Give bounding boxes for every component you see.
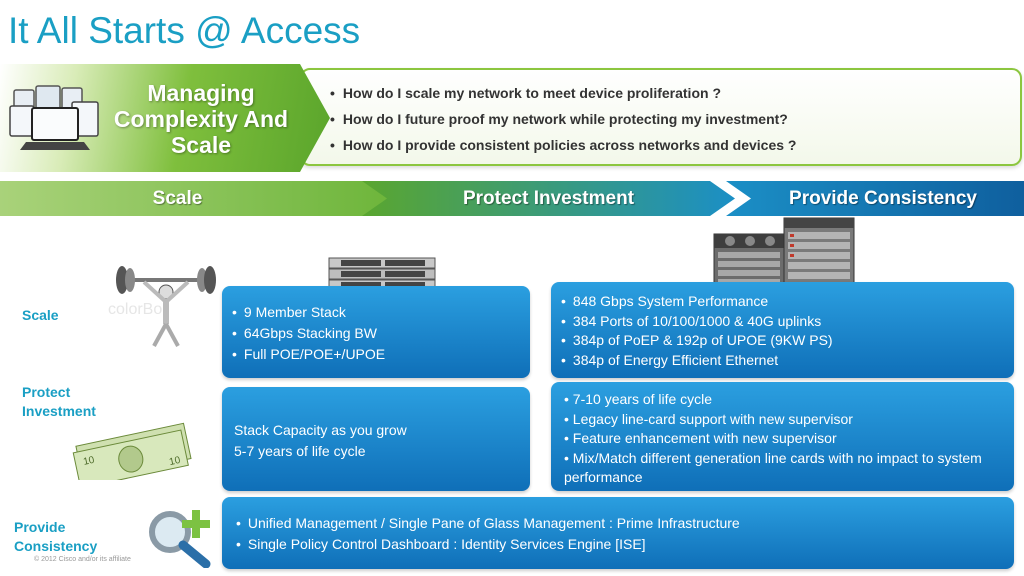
- list-item: 384p of Energy Efficient Ethernet: [561, 351, 833, 371]
- arrow-label: Provide Consistency: [789, 188, 977, 209]
- page-title: It All Starts @ Access: [8, 10, 361, 51]
- svg-text:colorBo: colorBo: [108, 301, 162, 318]
- consistency-box: Unified Management / Single Pane of Glas…: [222, 497, 1014, 569]
- list-item: • Mix/Match different generation line ca…: [564, 449, 982, 486]
- arrow-label: Protect Investment: [462, 188, 635, 209]
- list-item: 384 Ports of 10/100/1000 & 40G uplinks: [561, 312, 833, 332]
- stack-protect-box: Stack Capacity as you grow 5-7 years of …: [222, 387, 530, 491]
- list-item: • Legacy line-card support with new supe…: [564, 410, 853, 427]
- list-item: 64Gbps Stacking BW: [232, 323, 385, 344]
- list-item: 384p of PoEP & 192p of UPOE (9KW PS): [561, 331, 833, 351]
- svg-text:10: 10: [168, 455, 182, 468]
- questions-list: How do I scale my network to meet device…: [330, 80, 797, 158]
- row-label-protect: Protect Investment: [22, 384, 96, 419]
- chassis-scale-box: 848 Gbps System Performance 384 Ports of…: [551, 282, 1014, 378]
- provide-consistency-arrow: Provide Consistency: [726, 181, 1024, 216]
- chassis-protect-box: • 7-10 years of life cycle • Legacy line…: [551, 382, 1014, 491]
- question-item: How do I scale my network to meet device…: [330, 80, 796, 106]
- stack-scale-box: 9 Member Stack 64Gbps Stacking BW Full P…: [222, 286, 530, 378]
- list-item: Unified Management / Single Pane of Glas…: [236, 513, 740, 534]
- devices-icon: [9, 85, 99, 150]
- list-item: • Feature enhancement with new superviso…: [564, 430, 837, 446]
- row-label-consistency: Provide Consistency: [14, 519, 98, 554]
- list-item: 9 Member Stack: [232, 302, 385, 323]
- text-line: 5-7 years of life cycle: [234, 443, 366, 459]
- stackable-switch-image: [328, 257, 436, 291]
- list-item: Full POE/POE+/UPOE: [232, 344, 385, 365]
- panel-title: Managing Complexity And Scale: [113, 80, 289, 158]
- row-label-scale: Scale: [22, 307, 59, 323]
- list-item: • 7-10 years of life cycle: [564, 391, 713, 407]
- copyright-text: © 2012 Cisco and/or its affiliate: [34, 556, 131, 563]
- question-item: How do I provide consistent policies acr…: [330, 132, 797, 158]
- protect-investment-arrow: Protect Investment: [362, 181, 735, 216]
- arrow-label: Scale: [152, 188, 203, 209]
- list-item: 848 Gbps System Performance: [561, 292, 833, 312]
- weightlifter-icon: colorBo: [108, 266, 216, 347]
- money-icon: 10 10: [72, 422, 192, 480]
- question-item: How do I future proof my network while p…: [330, 106, 796, 132]
- scale-arrow: Scale: [0, 181, 395, 216]
- magnifier-plus-icon: [149, 510, 211, 568]
- text-line: Stack Capacity as you grow: [234, 422, 407, 438]
- list-item: Single Policy Control Dashboard : Identi…: [236, 534, 740, 555]
- svg-text:10: 10: [82, 455, 96, 468]
